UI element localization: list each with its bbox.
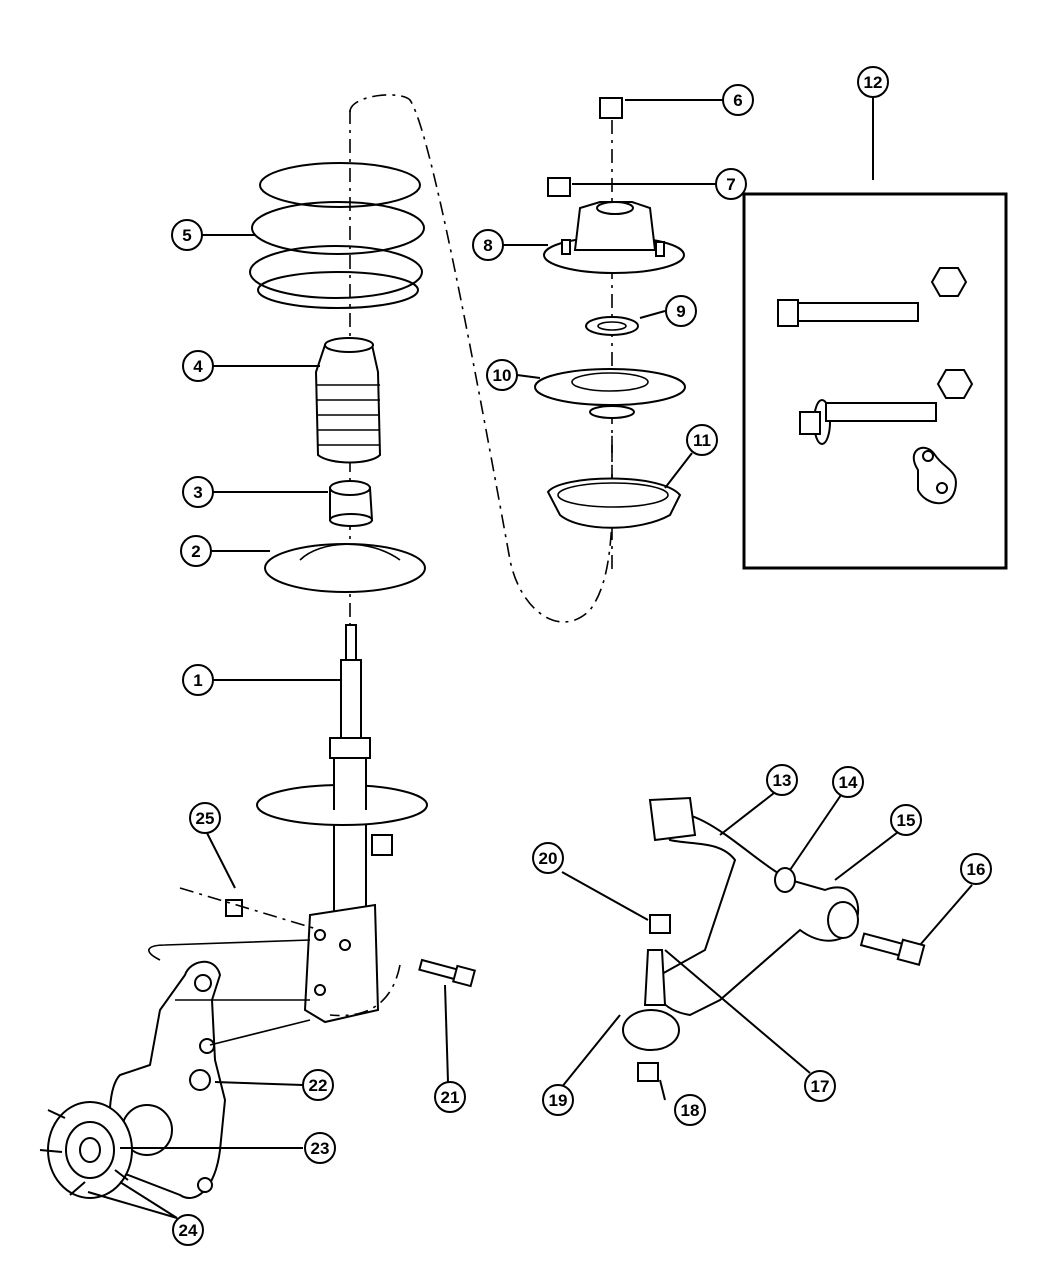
svg-text:1: 1	[193, 671, 202, 690]
callout-9: 9	[665, 295, 697, 327]
svg-text:19: 19	[549, 1091, 568, 1110]
svg-text:23: 23	[311, 1139, 330, 1158]
mount-nut	[547, 177, 571, 197]
strut-bolt	[418, 958, 476, 988]
svg-text:17: 17	[811, 1077, 830, 1096]
hardware-kit-box	[742, 192, 1008, 570]
callout-4: 4	[182, 350, 214, 382]
callout-3: 3	[182, 476, 214, 508]
jounce-bumper-boot	[314, 337, 382, 464]
callout-15: 15	[890, 804, 922, 836]
lower-spring-seat	[264, 543, 426, 593]
assembly-loop-line	[349, 94, 613, 623]
coil-spring	[249, 162, 425, 309]
lower-control-arm	[622, 796, 860, 1051]
isolator	[329, 480, 374, 527]
cam-nut-lower	[936, 369, 974, 399]
control-arm-bolt	[859, 932, 926, 966]
callout-24: 24	[172, 1214, 204, 1246]
svg-text:22: 22	[309, 1076, 328, 1095]
svg-text:14: 14	[839, 773, 858, 792]
cam-bolt-upper	[777, 299, 919, 327]
top-nut	[599, 97, 623, 119]
svg-text:8: 8	[483, 236, 492, 255]
svg-text:13: 13	[773, 771, 792, 790]
callout-8: 8	[472, 229, 504, 261]
svg-text:16: 16	[967, 860, 986, 879]
callout-2: 2	[180, 535, 212, 567]
callout-17: 17	[804, 1070, 836, 1102]
svg-text:2: 2	[191, 542, 200, 561]
strut-assembly	[256, 624, 428, 1024]
cam-nut-upper	[930, 267, 968, 297]
callout-6: 6	[722, 84, 754, 116]
callout-25: 25	[189, 802, 221, 834]
svg-text:3: 3	[193, 483, 202, 502]
svg-text:12: 12	[864, 73, 883, 92]
callout-11: 11	[686, 424, 718, 456]
callout-14: 14	[832, 766, 864, 798]
upper-bearing	[585, 316, 639, 336]
hub-bearing	[39, 1101, 133, 1199]
steering-knuckle	[108, 960, 227, 1199]
callout-22: 22	[302, 1069, 334, 1101]
svg-text:15: 15	[897, 811, 916, 830]
callout-19: 19	[542, 1084, 574, 1116]
svg-text:5: 5	[182, 226, 191, 245]
callout-12: 12	[857, 66, 889, 98]
callout-13: 13	[766, 764, 798, 796]
svg-text:7: 7	[726, 175, 735, 194]
svg-text:6: 6	[733, 91, 742, 110]
strut-nut	[225, 899, 243, 917]
svg-text:25: 25	[196, 809, 215, 828]
svg-text:11: 11	[693, 431, 711, 450]
svg-text:20: 20	[539, 849, 558, 868]
callout-21: 21	[434, 1081, 466, 1113]
upper-strut-mount	[543, 201, 685, 274]
ball-joint-nut	[637, 1062, 659, 1082]
upper-spring-seat	[534, 368, 686, 419]
callout-1: 1	[182, 664, 214, 696]
callout-20: 20	[532, 842, 564, 874]
callout-7: 7	[715, 168, 747, 200]
cam-bolt-lower	[799, 399, 937, 445]
callout-10: 10	[486, 359, 518, 391]
callout-18: 18	[674, 1094, 706, 1126]
callout-23: 23	[304, 1132, 336, 1164]
svg-text:24: 24	[179, 1221, 198, 1240]
callout-16: 16	[960, 853, 992, 885]
cam-washer	[912, 446, 957, 505]
upper-isolator	[546, 477, 682, 529]
svg-text:18: 18	[681, 1101, 700, 1120]
svg-text:4: 4	[193, 357, 203, 376]
svg-text:21: 21	[441, 1088, 460, 1107]
svg-text:9: 9	[676, 302, 685, 321]
svg-text:10: 10	[493, 366, 512, 385]
control-arm-nut	[649, 914, 671, 934]
callout-5: 5	[171, 219, 203, 251]
